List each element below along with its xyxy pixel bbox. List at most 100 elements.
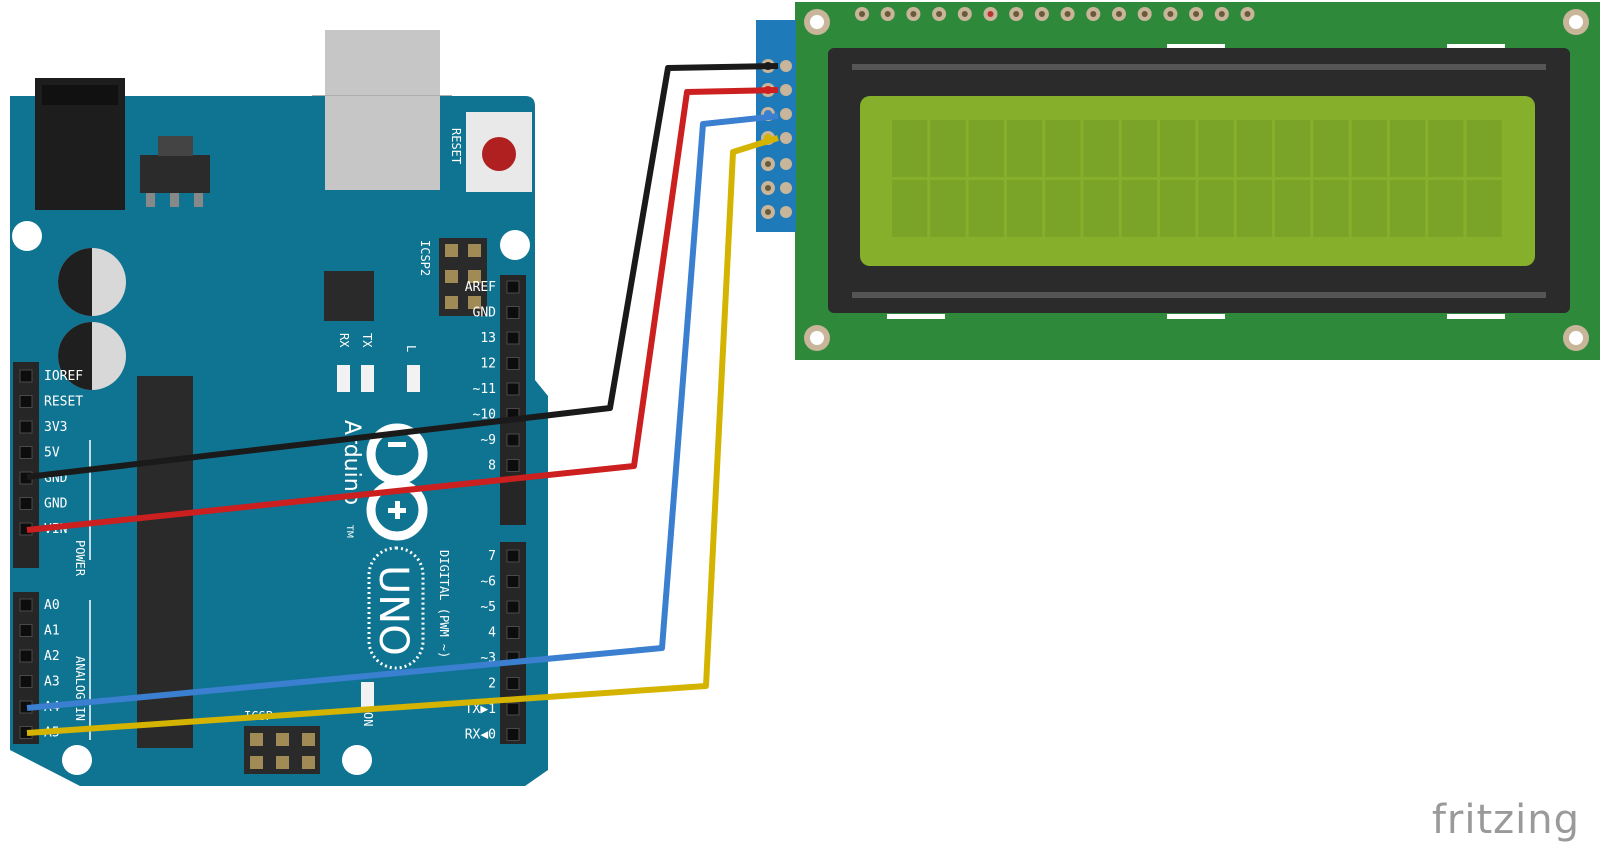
lcd-character-cell: [930, 120, 966, 177]
lcd-character-cell: [1236, 180, 1272, 237]
digital-pin-label: 13: [480, 331, 496, 346]
power-pin[interactable]: [19, 395, 33, 408]
digital-pin[interactable]: [506, 575, 520, 588]
digital-pin[interactable]: [506, 280, 520, 294]
tx-label: TX: [360, 333, 374, 348]
on-led: [361, 682, 374, 709]
analog-pin[interactable]: [19, 649, 33, 663]
lcd-character-cell: [1121, 180, 1158, 237]
digital-pin-label: GND: [473, 306, 497, 321]
digital-pin-label: ~5: [480, 600, 496, 615]
capacitor: [58, 248, 126, 316]
lcd-character-cell: [1198, 180, 1234, 237]
mounting-hole: [342, 745, 372, 775]
digital-pin-label: ~11: [473, 382, 496, 397]
digital-pin[interactable]: [506, 626, 520, 639]
rx-led: [337, 365, 350, 392]
digital-pin[interactable]: [506, 600, 520, 614]
rx-label: RX: [337, 333, 351, 348]
lcd-1602-module: [756, 2, 1600, 360]
digital-pin-label: TX▶1: [465, 702, 496, 717]
digital-pin-label: 12: [480, 357, 496, 372]
lcd-character-cell: [1006, 120, 1043, 177]
l-led: [407, 365, 420, 392]
scl-wire[interactable]: [26, 135, 779, 736]
analog-label: ANALOG IN: [73, 656, 87, 721]
lcd-character-cell: [1351, 180, 1387, 237]
lcd-character-cell: [1083, 180, 1119, 237]
digital-pin-label: ~9: [480, 433, 496, 448]
lcd-character-cell: [1275, 180, 1311, 237]
analog-pin[interactable]: [19, 675, 33, 688]
lcd-character-cell: [930, 180, 966, 237]
lcd-character-cell: [1389, 120, 1426, 177]
digital-label: DIGITAL (PWM ~): [437, 550, 451, 658]
capacitor: [58, 322, 126, 390]
digital-pin[interactable]: [506, 357, 520, 370]
lcd-character-cell: [1160, 180, 1196, 237]
uno-badge: UNO: [367, 546, 425, 670]
lcd-character-cell: [1428, 120, 1464, 177]
power-pin[interactable]: [19, 446, 33, 459]
lcd-character-cell: [1083, 120, 1119, 177]
digital-pin[interactable]: [506, 677, 520, 690]
analog-pin[interactable]: [19, 624, 33, 637]
power-pin-label: RESET: [44, 395, 83, 410]
digital-pin-label: 7: [488, 549, 496, 564]
power-pin[interactable]: [19, 497, 33, 510]
atmega-chip: [137, 376, 193, 748]
tx-led: [361, 365, 374, 392]
digital-pin-label: AREF: [465, 280, 496, 295]
sda-wire[interactable]: [26, 113, 779, 711]
digital-pin[interactable]: [506, 331, 520, 345]
mounting-hole: [12, 221, 42, 251]
lcd-character-cell: [1313, 120, 1349, 177]
wires: [26, 63, 779, 736]
lcd-character-cell: [1389, 180, 1426, 237]
lcd-character-cell: [1198, 120, 1234, 177]
analog-pin-label: A0: [44, 598, 60, 613]
digital-pin[interactable]: [506, 382, 520, 396]
arduino-logo: Arduino TM: [339, 420, 428, 541]
digital-pin[interactable]: [506, 459, 520, 472]
power-pin[interactable]: [19, 369, 33, 383]
digital-pin-label: 2: [488, 677, 496, 692]
analog-pin[interactable]: [19, 598, 33, 612]
lcd-character-cell: [1006, 180, 1043, 237]
usb-chip: [324, 271, 374, 321]
lcd-character-cell: [1160, 120, 1196, 177]
brand-label: Arduino: [339, 420, 364, 505]
voltage-regulator: [140, 155, 210, 193]
digital-pin[interactable]: [506, 702, 520, 716]
lcd-character-cell: [1466, 180, 1502, 237]
digital-pin[interactable]: [506, 549, 520, 563]
lcd-character-cell: [892, 180, 928, 237]
digital-pin-label: ~10: [473, 408, 496, 423]
lcd-character-cell: [1428, 180, 1464, 237]
on-label: ON: [361, 712, 375, 726]
analog-header: [13, 592, 39, 744]
i2c-backpack: [756, 20, 796, 232]
gnd-wire[interactable]: [26, 63, 779, 480]
digital-pin-label: RX◀0: [465, 728, 496, 743]
power-pin-label: IOREF: [44, 369, 83, 384]
power-pin[interactable]: [19, 420, 33, 434]
tm-label: TM: [344, 524, 354, 538]
digital-pin[interactable]: [506, 433, 520, 447]
vcc-wire[interactable]: [26, 87, 779, 533]
lcd-character-cell: [968, 120, 1004, 177]
lcd-character-cell: [1275, 120, 1311, 177]
mounting-hole: [500, 230, 530, 260]
digital-pin[interactable]: [506, 306, 520, 319]
lcd-character-cell: [1313, 180, 1349, 237]
lcd-character-cell: [1466, 120, 1502, 177]
lcd-character-cell: [1236, 120, 1272, 177]
analog-pin-label: A2: [44, 649, 60, 664]
digital-pin-label: ~6: [480, 575, 496, 590]
digital-pin[interactable]: [506, 728, 520, 741]
reset-label: RESET: [449, 128, 463, 164]
lcd-character-cell: [892, 120, 928, 177]
fritzing-watermark: fritzing: [1431, 797, 1580, 843]
analog-pin-label: A3: [44, 675, 60, 690]
